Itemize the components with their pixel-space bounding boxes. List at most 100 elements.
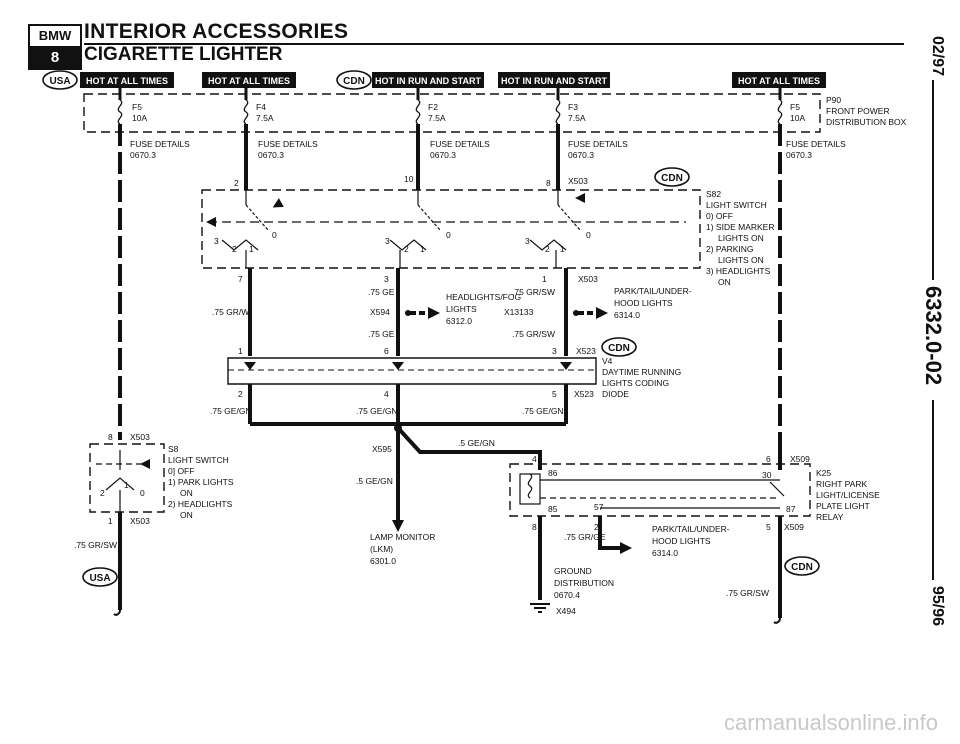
s8-label-0: S8 — [168, 444, 179, 454]
wire-ge-gn-3: .75 GE/GN — [522, 406, 564, 416]
usa-badge-s8: USA — [82, 567, 118, 587]
connector-x595: X595 — [372, 444, 392, 454]
p90-label-2: DISTRIBUTION BOX — [826, 117, 907, 127]
pin-s8-1: 1 — [108, 516, 113, 526]
connector-x13133: X13133 — [504, 307, 534, 317]
fuse-details-3: FUSE DETAILS — [430, 139, 490, 149]
side-revision: 95/96 — [929, 586, 946, 627]
fuse-details-4: FUSE DETAILS — [568, 139, 628, 149]
connector-x503-s8-bottom: X503 — [130, 516, 150, 526]
s82-contact-0c: 0 — [586, 230, 591, 240]
s82-label-3: 1) SIDE MARKER — [706, 222, 775, 232]
lamp-monitor-0: LAMP MONITOR — [370, 532, 435, 542]
s82-contact-0b: 0 — [446, 230, 451, 240]
fuse-f5-left: F5 10A — [117, 88, 147, 125]
p90-label-1: FRONT POWER — [826, 106, 890, 116]
ground-label-0: GROUND — [554, 566, 592, 576]
pin-k25-86: 86 — [548, 468, 558, 478]
s8-label-6: ON — [180, 510, 193, 520]
fuse-details-3-ref: 0670.3 — [430, 150, 456, 160]
page-title: INTERIOR ACCESSORIES — [84, 20, 349, 43]
s8-contact-0: 0 — [140, 488, 145, 498]
s8-label-3: 1) PARK LIGHTS — [168, 477, 234, 487]
s82-label-8: ON — [718, 277, 731, 287]
p90-label-0: P90 — [826, 95, 841, 105]
wire-ge-a: .75 GE — [368, 287, 395, 297]
v4-label-2: LIGHTS CODING — [602, 378, 669, 388]
pin-v4-5: 5 — [552, 389, 557, 399]
v4-box — [227, 357, 597, 385]
park-bottom-2: 6314.0 — [652, 548, 678, 558]
wire-gr-sw-a: .75 GR/SW — [512, 287, 555, 297]
supply-bar-4-text: HOT IN RUN AND START — [501, 76, 607, 86]
connector-x503-top: X503 — [568, 176, 588, 186]
park-bottom-1: HOOD LIGHTS — [652, 536, 711, 546]
usa-badge-top-text: USA — [49, 76, 70, 87]
pin-k25-2: 2 — [594, 522, 599, 532]
pin-s82-10: 10 — [404, 174, 414, 184]
connector-x509-top: X509 — [790, 454, 810, 464]
fuse-details-1-ref: 0670.3 — [130, 150, 156, 160]
fuse-f3: F3 7.5A — [555, 88, 586, 125]
s82-contact-1c: 1 — [560, 244, 565, 254]
fuse-f5-left-name: F5 — [132, 102, 142, 112]
s82-box — [201, 189, 701, 269]
header-divider — [84, 43, 904, 45]
pin-s82-1: 1 — [542, 274, 547, 284]
fuse-details-1: FUSE DETAILS — [130, 139, 190, 149]
s82-contact-2b: 2 — [404, 244, 409, 254]
pin-k25-85: 85 — [548, 504, 558, 514]
k25-label-3: PLATE LIGHT — [816, 501, 870, 511]
k25-label-1: RIGHT PARK — [816, 479, 867, 489]
s82-label-2: 0) OFF — [706, 211, 733, 221]
wire-ge-gn-small-b: .5 GE/GN — [458, 438, 495, 448]
fuse-f3-name: F3 — [568, 102, 578, 112]
wire-gr-w: .75 GR/W — [212, 307, 249, 317]
pin-k25-30: 30 — [762, 470, 772, 480]
ground-label-1: DISTRIBUTION — [554, 578, 614, 588]
s8-box — [89, 443, 165, 513]
s82-label-1: LIGHT SWITCH — [706, 200, 767, 210]
k25-label-0: K25 — [816, 468, 831, 478]
park-bottom-0: PARK/TAIL/UNDER- — [652, 524, 730, 534]
fuse-f2-rating: 7.5A — [428, 113, 446, 123]
wire-ge-gn-small-a: .5 GE/GN — [356, 476, 393, 486]
pin-s82-3: 3 — [384, 274, 389, 284]
pin-s82-2: 2 — [234, 178, 239, 188]
fuse-f2-name: F2 — [428, 102, 438, 112]
side-rule-bottom — [932, 400, 934, 580]
side-section-code: 6332.0-02 — [921, 286, 946, 386]
logo-bottom-text: 8 — [30, 48, 80, 68]
cdn-badge-s82-text: CDN — [661, 173, 683, 184]
ground-label-2: 0670.4 — [554, 590, 580, 600]
supply-bar-4: HOT IN RUN AND START — [498, 72, 610, 88]
fuse-f4: F4 7.5A — [243, 88, 274, 125]
lamp-monitor-2: 6301.0 — [370, 556, 396, 566]
s82-contact-2c: 2 — [545, 244, 550, 254]
cdn-badge-top-text: CDN — [343, 76, 365, 87]
fuse-f5-right-rating: 10A — [790, 113, 805, 123]
s82-contact-0a: 0 — [272, 230, 277, 240]
logo-top-text: BMW — [30, 26, 80, 48]
fuse-details-4-ref: 0670.3 — [568, 150, 594, 160]
s8-label-5: 2) HEADLIGHTS — [168, 499, 233, 509]
fuse-details-2: FUSE DETAILS — [258, 139, 318, 149]
pin-k25-57: 57 — [594, 502, 604, 512]
connector-x503-s82: X503 — [578, 274, 598, 284]
headlights-fog-1: LIGHTS — [446, 304, 477, 314]
headlights-fog-2: 6312.0 — [446, 316, 472, 326]
pin-k25-4: 4 — [532, 454, 537, 464]
pin-k25-5: 5 — [766, 522, 771, 532]
park-top-0: PARK/TAIL/UNDER- — [614, 286, 692, 296]
cdn-badge-k25: CDN — [784, 556, 820, 576]
s8-label-1: LIGHT SWITCH — [168, 455, 229, 465]
pin-v4-3: 3 — [552, 346, 557, 356]
v4-label-0: V4 — [602, 356, 613, 366]
connector-x494: X494 — [556, 606, 576, 616]
pin-v4-1: 1 — [238, 346, 243, 356]
lamp-monitor-1: (LKM) — [370, 544, 393, 554]
wire-gr-sw-right: .75 GR/SW — [726, 588, 769, 598]
watermark: carmanualsonline.info — [723, 710, 938, 735]
pin-v4-6: 6 — [384, 346, 389, 356]
